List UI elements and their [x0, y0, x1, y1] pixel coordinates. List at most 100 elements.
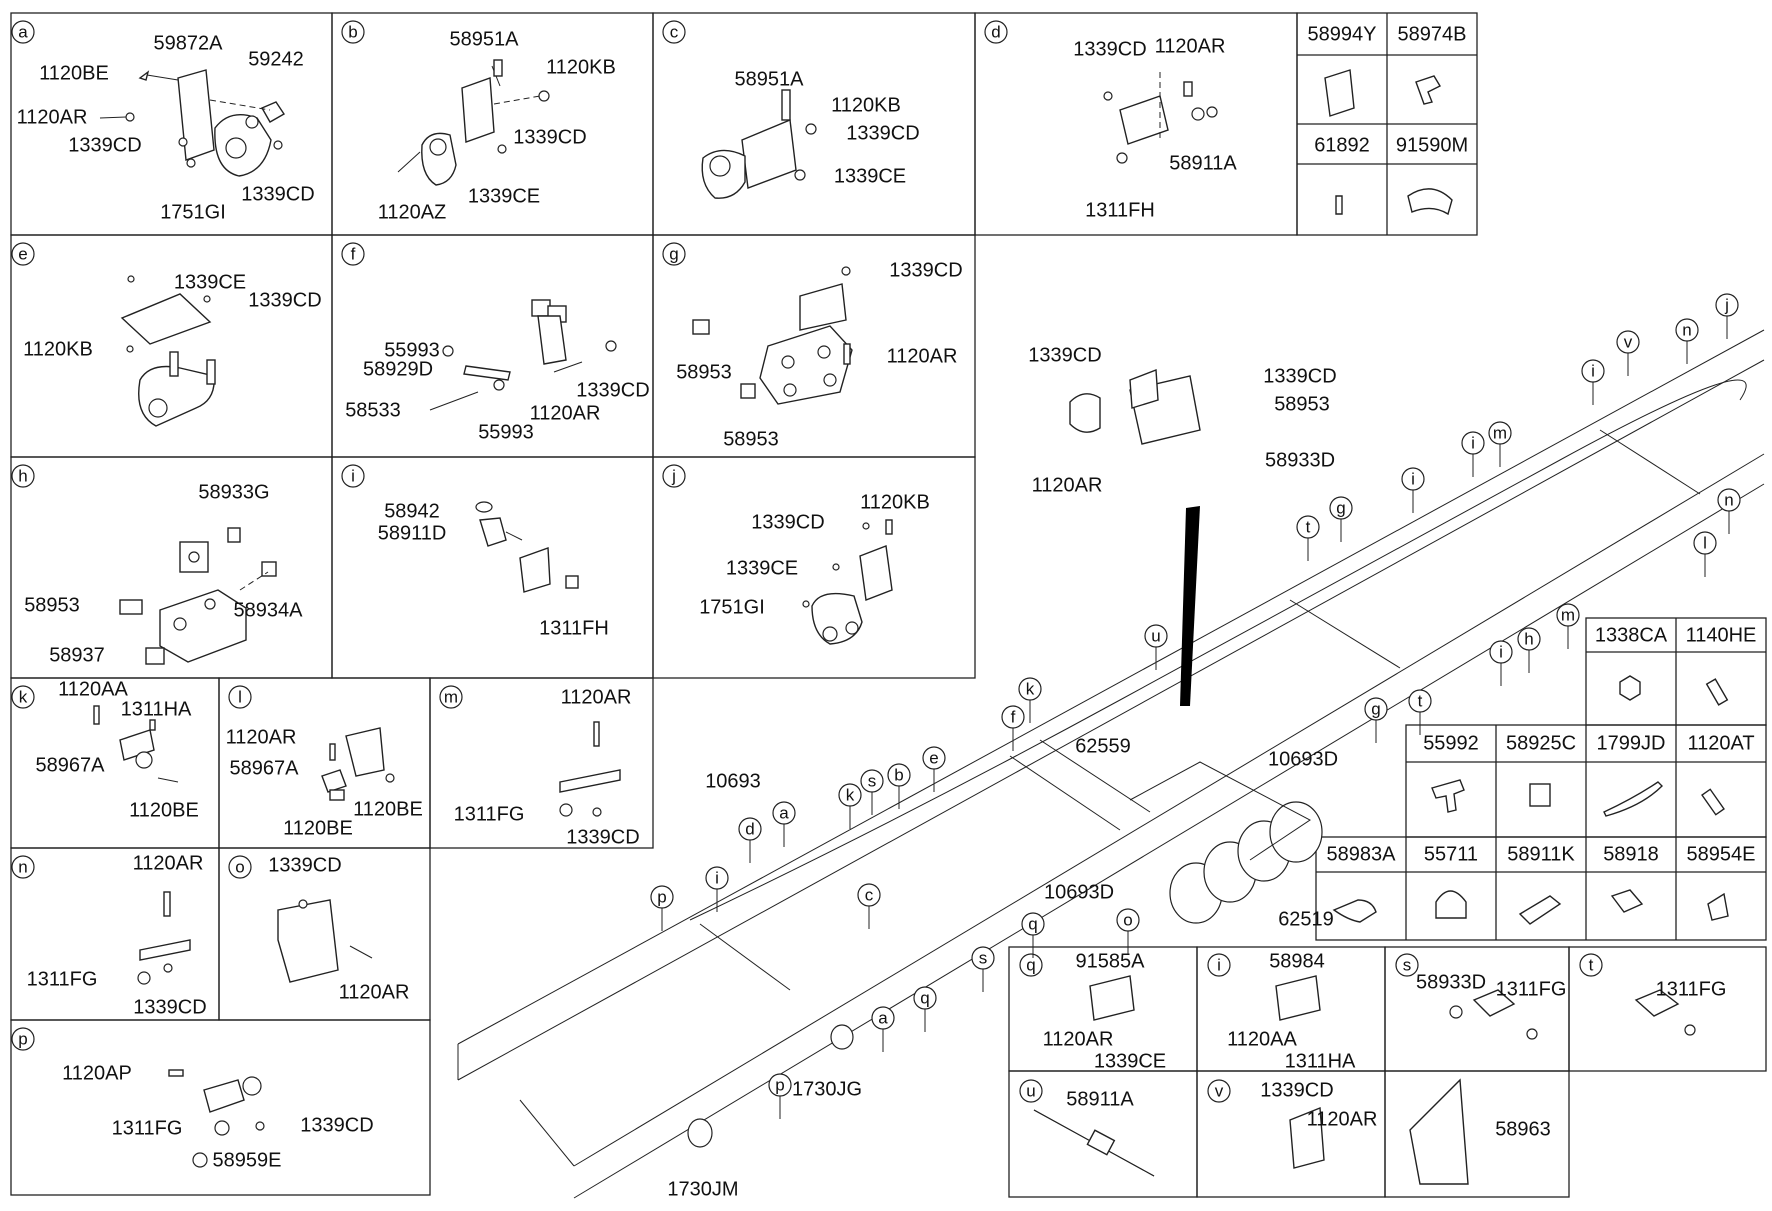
callout-circle — [341, 242, 365, 266]
callout-letter: f — [351, 244, 356, 263]
callout-circle — [1717, 488, 1741, 512]
main-callout-k: k — [1018, 677, 1042, 701]
callout-letter: i — [715, 868, 719, 887]
part-number-label: 58942 — [384, 500, 440, 522]
callout-letter: o — [235, 857, 244, 876]
part-number-label: 1339CD — [133, 996, 206, 1018]
callout-letter: p — [775, 1075, 784, 1094]
callout-circle — [871, 1006, 895, 1030]
panel-sketches — [93, 59, 1218, 1168]
callout-letter: u — [1151, 626, 1160, 645]
callout-letter: i — [1411, 469, 1415, 488]
main-part-number-label: 58953 — [1274, 393, 1330, 415]
callout-circle — [887, 763, 911, 787]
part-number-label: 1120KB — [23, 338, 93, 360]
main-callout-k: k — [838, 783, 862, 807]
part-number-label: 1339CD — [889, 259, 962, 281]
panel-p-callout: p — [11, 1027, 35, 1051]
callout-circle — [662, 464, 686, 488]
block-fitting-icon — [1529, 783, 1551, 807]
callout-circle — [1019, 953, 1043, 977]
part-number-label: 59872A — [154, 32, 224, 54]
callout-letter: c — [865, 885, 874, 904]
callout-letter: u — [1026, 1081, 1035, 1100]
callout-circle — [11, 1027, 35, 1051]
part-number-label: 58953 — [676, 361, 732, 383]
callout-letter: a — [18, 22, 28, 41]
callout-circle — [650, 885, 674, 909]
part-number-label: 1120AR — [530, 402, 601, 424]
callout-circle — [1018, 677, 1042, 701]
main-callout-p: p — [768, 1073, 792, 1097]
callout-letter: q — [1026, 955, 1035, 974]
main-callout-f: f — [1001, 705, 1025, 729]
callout-letter: c — [670, 22, 679, 41]
callout-circle — [984, 20, 1008, 44]
callout-circle — [1693, 531, 1717, 555]
part-number-label: 1339CD — [241, 183, 314, 205]
callout-circle — [228, 685, 252, 709]
callout-circle — [439, 685, 463, 709]
reference-part-number: 1799JD — [1597, 732, 1666, 754]
part-number-label: 1120AR — [887, 345, 958, 367]
callout-circle — [1144, 624, 1168, 648]
part-number-label: 1120AR — [561, 686, 632, 708]
panel-b-callout: b — [341, 20, 365, 44]
callout-letter: h — [18, 466, 27, 485]
part-number-label: 59242 — [248, 48, 304, 70]
part-number-label: 58911D — [378, 522, 447, 544]
callout-circle — [705, 866, 729, 890]
main-callout-b: b — [887, 763, 911, 787]
part-number-label: 1339CD — [68, 134, 141, 156]
part-number-label: 58967A — [230, 757, 300, 779]
reference-part-number: 58911K — [1507, 843, 1575, 865]
part-number-label: 1120AA — [58, 678, 128, 700]
main-callout-n: n — [1675, 318, 1699, 342]
part-number-label: 1120BE — [353, 798, 423, 820]
part-number-label: 1339CE — [1094, 1050, 1166, 1072]
callout-circle — [11, 464, 35, 488]
callout-circle — [1395, 953, 1419, 977]
callout-letter: g — [669, 244, 678, 263]
callout-circle — [1715, 293, 1739, 317]
part-number-label: 1120AR — [1043, 1028, 1114, 1050]
callout-circle — [1401, 467, 1425, 491]
main-callout-i: i — [705, 866, 729, 890]
callout-letter: m — [444, 687, 458, 706]
callout-letter: i — [1499, 642, 1503, 661]
callout-circle — [738, 817, 762, 841]
reference-part-number: 91590M — [1396, 134, 1468, 156]
part-number-label: 1339CE — [468, 185, 540, 207]
callout-letter: d — [991, 22, 1000, 41]
callout-circle — [1616, 330, 1640, 354]
reference-part-number: 55711 — [1424, 843, 1478, 865]
main-part-number-label: 1730JG — [792, 1078, 862, 1100]
panel-g-callout: g — [662, 242, 686, 266]
panel-i-callout: i — [341, 464, 365, 488]
main-callout-g: g — [1364, 697, 1388, 721]
panel-m-callout: m — [439, 685, 463, 709]
callout-circle — [1329, 496, 1353, 520]
callout-letter: j — [1724, 295, 1729, 314]
reference-part-number: 61892 — [1314, 134, 1370, 156]
callout-letter: n — [18, 857, 27, 876]
callout-letter: h — [1524, 629, 1533, 648]
reference-part-number: 58983A — [1327, 843, 1397, 865]
small-bracket-icon — [1707, 892, 1729, 921]
main-callout-l: l — [1693, 531, 1717, 555]
main-callout-s: s — [860, 769, 884, 793]
part-number-label: 58951A — [735, 68, 805, 90]
callout-letter: g — [1371, 699, 1380, 718]
callout-letter: a — [878, 1008, 888, 1027]
reference-icons — [1324, 69, 1729, 925]
part-number-label: 1120AZ — [378, 201, 447, 223]
panel-e-callout: e — [11, 242, 35, 266]
main-callout-g: g — [1329, 496, 1353, 520]
main-part-number-label: 1120AR — [1032, 474, 1103, 496]
main-callout-i: i — [1489, 640, 1513, 664]
reference-part-number: 1120AT — [1687, 732, 1754, 754]
callout-letter: m — [1493, 423, 1507, 442]
panel-n-callout: n — [11, 855, 35, 879]
